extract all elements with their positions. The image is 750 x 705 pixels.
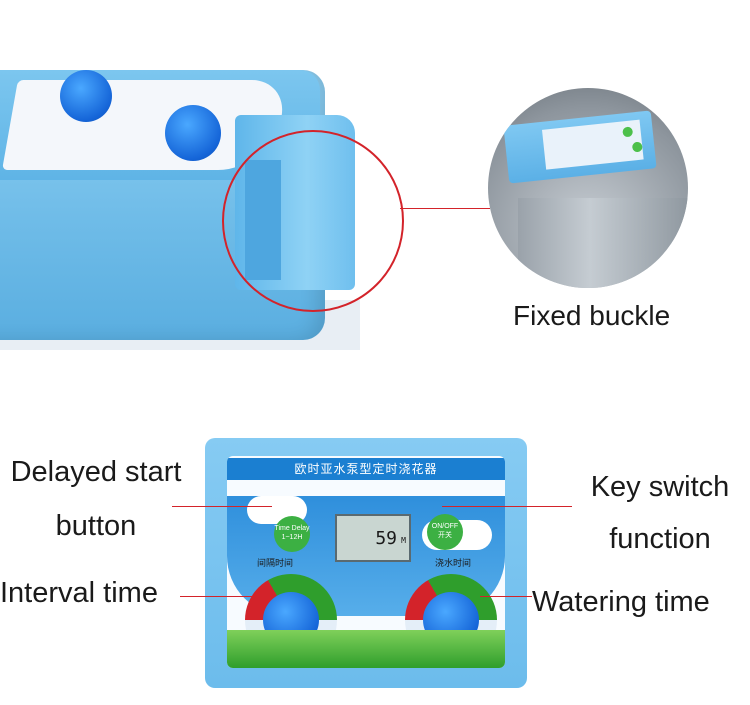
inset-mounted-device <box>503 110 657 184</box>
interval-time-line <box>180 596 260 597</box>
delayed-start-line1: Delayed start <box>10 456 182 488</box>
inset-photo-bucket <box>488 88 688 288</box>
on-off-label: ON/OFF <box>431 523 459 530</box>
delayed-start-label: Delayed start button <box>2 455 190 543</box>
delayed-start-line <box>172 506 272 507</box>
watering-time-line <box>480 596 532 597</box>
timer-knob-back <box>165 105 221 161</box>
interval-time-label: 间隔时间 <box>257 558 294 568</box>
key-switch-line1: Key switch <box>590 471 730 503</box>
control-panel-face: 欧时亚水泵型定时浇花器 Time Delay 1~12H ON/OFF 开关 5… <box>227 456 505 668</box>
key-switch-line <box>442 506 572 507</box>
inset-bucket <box>518 198 688 288</box>
key-switch-line2: function <box>609 523 711 555</box>
key-switch-label: Key switch function <box>580 470 740 556</box>
on-off-button[interactable]: ON/OFF 开关 <box>427 514 463 550</box>
control-panel-photo: 欧时亚水泵型定时浇花器 Time Delay 1~12H ON/OFF 开关 5… <box>205 438 527 688</box>
on-off-label-cn: 开关 <box>438 532 452 539</box>
panel-title: 欧时亚水泵型定时浇花器 <box>227 458 505 480</box>
buckle-highlight-circle <box>222 130 404 312</box>
inset-caption: Fixed buckle <box>513 300 671 331</box>
lcd-unit: M <box>401 536 406 545</box>
time-delay-label: Time Delay <box>274 525 310 532</box>
timer-knob-front <box>60 70 112 122</box>
buckle-connector-line <box>400 208 490 209</box>
watering-time-annotation: Watering time <box>532 586 710 618</box>
time-delay-button[interactable]: Time Delay 1~12H <box>274 516 310 552</box>
time-delay-range: 1~12H <box>281 534 303 541</box>
delayed-start-line2: button <box>55 510 137 542</box>
interval-time-annotation: Interval time <box>0 577 158 609</box>
panel-grass-graphic <box>227 630 505 668</box>
watering-time-label: 浇水时间 <box>435 558 472 568</box>
lcd-display: 59 M <box>335 514 411 562</box>
lcd-value: 59 <box>375 528 397 549</box>
